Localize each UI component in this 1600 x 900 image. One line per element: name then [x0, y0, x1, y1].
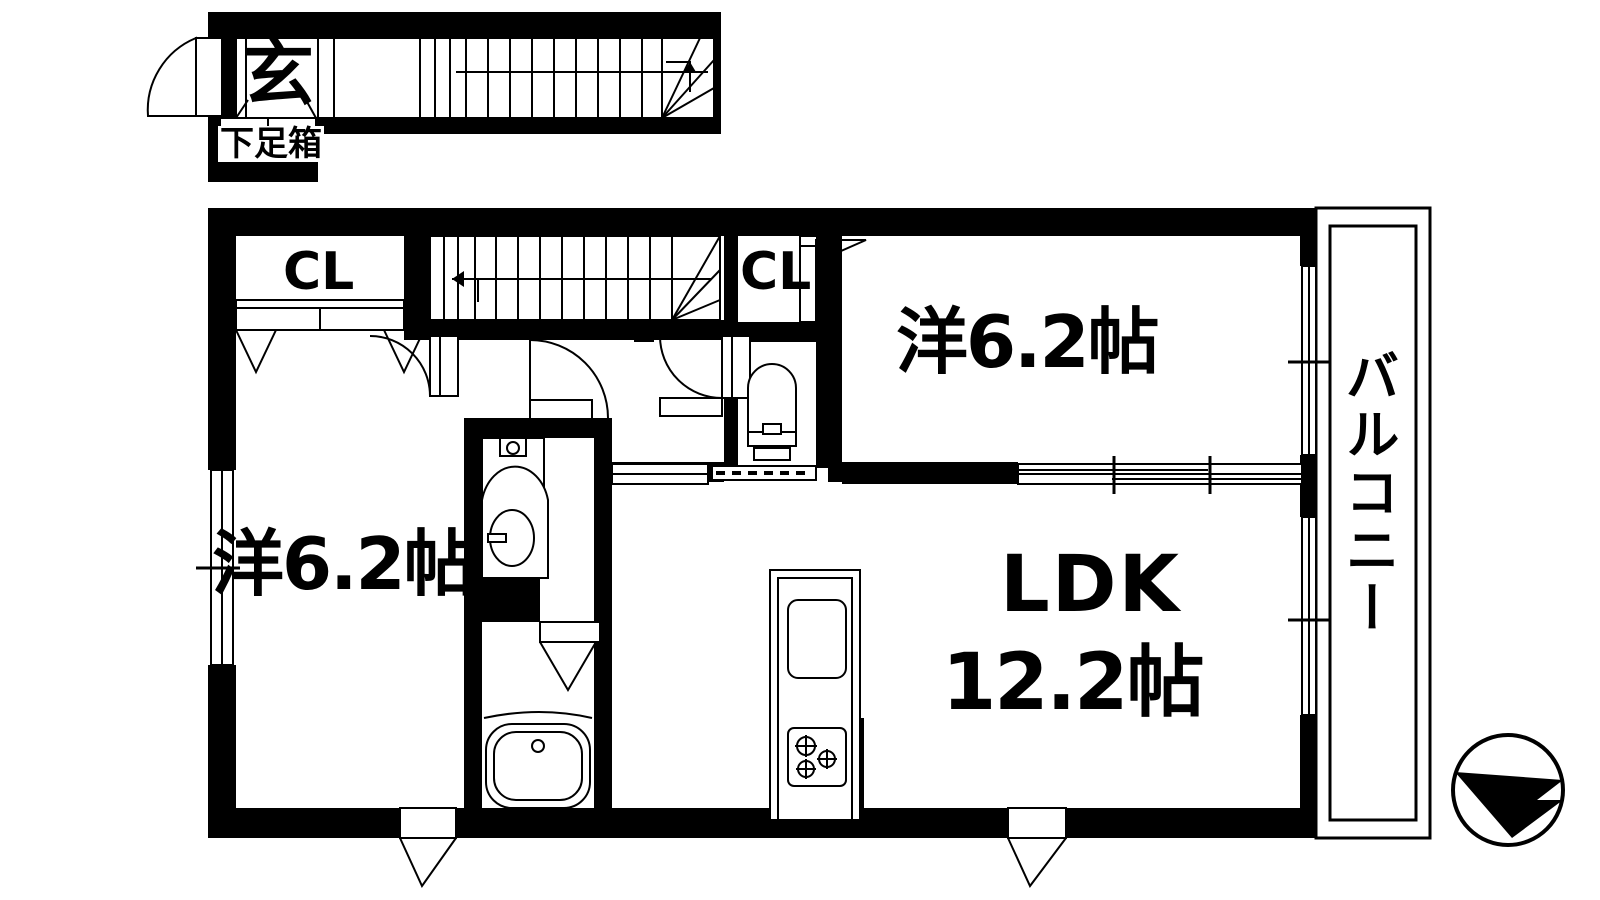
label-closet-middle: CL	[740, 242, 812, 302]
kitchen-counter	[769, 569, 861, 821]
door-toilet	[659, 335, 751, 399]
label-balcony: バルコニー	[1336, 348, 1399, 638]
balcony-outline	[1288, 206, 1432, 840]
sliding-partitions	[611, 456, 1303, 494]
label-closet-west: CL	[283, 242, 355, 302]
stairs-interior-icon	[429, 235, 721, 321]
label-shoebox: 下足箱	[218, 124, 324, 164]
label-ldk-area: 12.2帖	[942, 638, 1204, 728]
stairs-exterior-icon	[419, 37, 715, 119]
kitchen-sink-icon	[787, 599, 847, 679]
sliding-door-balcony-upper	[1288, 265, 1330, 456]
door-west-bedroom	[369, 335, 459, 397]
interior-partitions	[235, 235, 1018, 830]
sliding-door-balcony-lower	[1288, 516, 1330, 716]
washbasin-icon	[481, 437, 549, 579]
toilet-icon	[747, 363, 797, 461]
label-bedroom-west: 洋6.2帖	[212, 522, 476, 606]
window-awning-ldk	[1007, 807, 1067, 888]
bathtub-icon	[483, 711, 593, 809]
label-bedroom-northeast: 洋6.2帖	[896, 300, 1160, 384]
sliding-door-hall-ldk	[611, 463, 709, 485]
compass-icon	[1451, 733, 1565, 847]
entrance-stair-block	[146, 12, 721, 182]
label-ldk: LDK	[1000, 540, 1181, 630]
unit-outer-walls	[196, 208, 1316, 838]
sliding-door-bedroom-ldk	[1017, 456, 1303, 494]
door-hall-center	[529, 339, 609, 421]
window-awning-west	[399, 807, 457, 888]
window-west-bedroom	[196, 469, 240, 666]
label-genkan: 玄	[242, 32, 315, 116]
threshold-hatch	[711, 465, 817, 481]
gas-stove-icon	[787, 727, 847, 787]
